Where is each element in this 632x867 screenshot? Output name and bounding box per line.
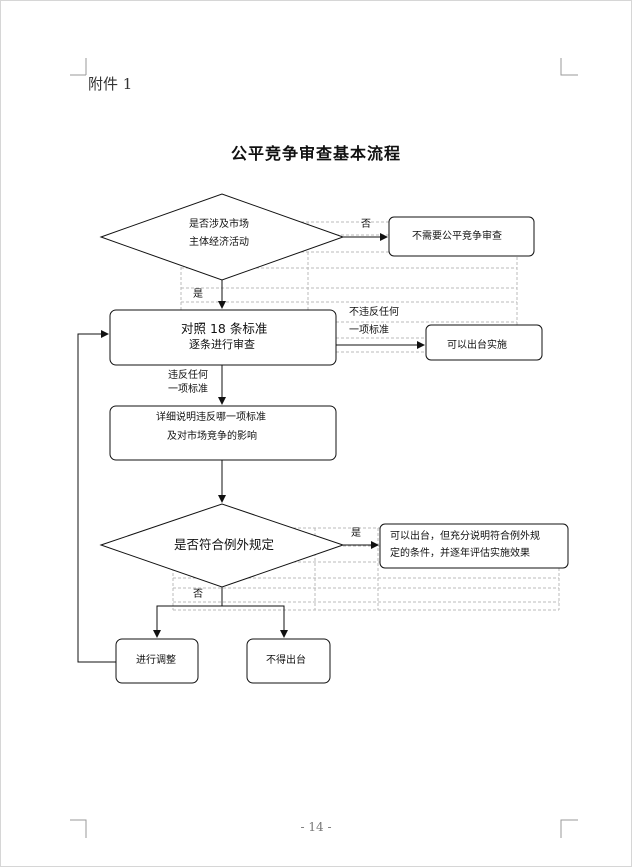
- no-label-2: 否: [193, 589, 203, 600]
- page-title: 公平竞争审查基本流程: [230, 144, 401, 163]
- not-violate-line1: 不违反任何: [349, 307, 399, 318]
- flow-shapes: [99, 193, 569, 684]
- box-implement-label: 可以出台实施: [447, 340, 507, 351]
- box-no-review: [388, 216, 535, 257]
- box-reject: [246, 638, 331, 684]
- violate-line2: 一项标准: [168, 384, 208, 395]
- box-adjust: [115, 638, 199, 684]
- yes-label-2: 是: [351, 528, 361, 539]
- decision-exception-label: 是否符合例外规定: [174, 537, 275, 552]
- no-label-1: 否: [361, 219, 371, 230]
- attachment-label: 附件 1: [88, 75, 133, 93]
- page-number: - 14 -: [300, 820, 332, 834]
- box-exception: [379, 523, 569, 569]
- yes-label-1: 是: [193, 289, 203, 300]
- decision-market-line2: 主体经济活动: [189, 237, 249, 248]
- violate-line1: 违反任何: [168, 370, 208, 381]
- box-check-line1: 对照 18 条标准: [181, 321, 268, 336]
- not-violate-line2: 一项标准: [349, 325, 389, 336]
- flow-connectors: [77, 233, 425, 663]
- decision-market-line1: 是否涉及市场: [189, 219, 249, 230]
- box-check-line2: 逐条进行审查: [189, 338, 255, 351]
- box-reject-label: 不得出台: [266, 655, 306, 666]
- box-exception-line1: 可以出台，但充分说明符合例外规: [390, 531, 540, 542]
- box-explain-line2: 及对市场竞争的影响: [167, 431, 257, 442]
- box-adjust-label: 进行调整: [136, 655, 176, 666]
- box-no-review-label: 不需要公平竞争审查: [412, 231, 502, 242]
- box-explain: [109, 405, 337, 461]
- box-implement: [425, 324, 543, 361]
- crop-marks: [70, 58, 578, 838]
- box-explain-line1: 详细说明违反哪一项标准: [156, 412, 266, 423]
- box-exception-line2: 定的条件，并逐年评估实施效果: [390, 548, 530, 559]
- box-check-standards: [109, 309, 337, 366]
